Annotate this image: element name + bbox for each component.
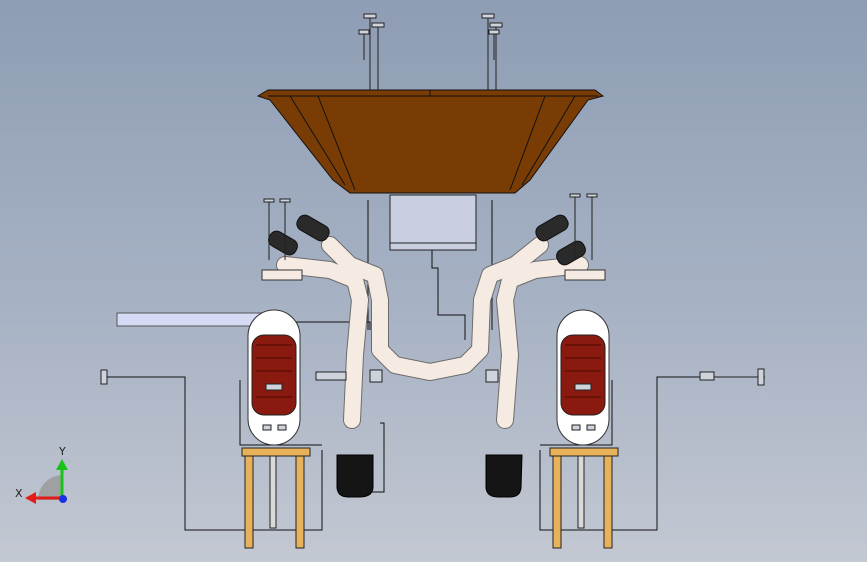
foot-pads[interactable] xyxy=(336,454,523,498)
stand-left[interactable] xyxy=(241,447,311,549)
coil-unit-right[interactable] xyxy=(556,309,610,446)
side-rods[interactable] xyxy=(100,368,765,386)
sensor-bolts xyxy=(263,193,598,260)
coil-unit-left[interactable] xyxy=(247,309,301,446)
stand-right[interactable] xyxy=(549,447,619,549)
top-bolts xyxy=(358,13,503,92)
bracket-left xyxy=(261,269,303,281)
bracket-right xyxy=(564,269,606,281)
y-axis-arrowhead xyxy=(56,459,68,470)
triad-plane-icon xyxy=(37,475,62,500)
y-axis-label: Y xyxy=(58,445,66,458)
basin[interactable] xyxy=(256,89,605,194)
motor-box[interactable] xyxy=(389,194,477,251)
x-axis-arrowhead xyxy=(25,492,36,504)
sensor-cylinders[interactable] xyxy=(266,213,588,268)
x-axis-label: X xyxy=(15,487,23,500)
axis-triad[interactable]: Y X xyxy=(15,445,68,504)
pipe-network[interactable] xyxy=(276,236,589,429)
z-axis-dot xyxy=(59,495,67,503)
